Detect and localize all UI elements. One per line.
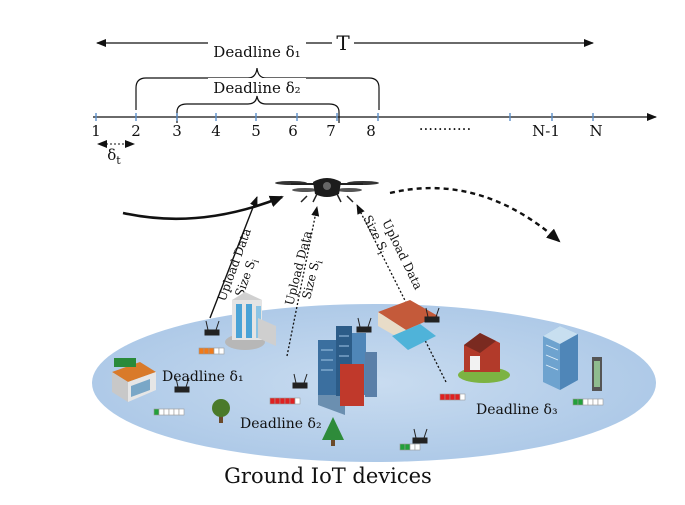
battery-green-1	[153, 408, 185, 416]
iot-router-2-icon	[174, 377, 190, 393]
horizon-label: T	[336, 31, 350, 55]
upload-arrow-3	[356, 204, 447, 383]
time-ticks	[95, 113, 594, 121]
slot-label-5: 5	[251, 122, 261, 140]
timeline-ellipsis: ...........	[419, 116, 471, 134]
device-deadline-2-label: Deadline δ₂	[240, 416, 322, 432]
upload-arrow-2	[286, 206, 320, 357]
upload-arrow-1	[209, 196, 258, 319]
slot-label-4: 4	[211, 122, 221, 140]
device-deadline-3-label: Deadline δ₃	[476, 402, 558, 418]
office-tower-1-icon	[225, 292, 276, 350]
device-deadline-1-label: Deadline δ₁	[162, 369, 244, 385]
ground-devices-caption: Ground IoT devices	[224, 464, 432, 488]
battery-green-3	[572, 398, 604, 406]
deadline-2-timeline-label: Deadline δ₂	[213, 79, 300, 97]
deadline-1-timeline-label: Deadline δ₁	[213, 43, 300, 61]
battery-orange	[198, 347, 225, 355]
iot-router-5-icon	[412, 428, 428, 444]
tree-icon	[212, 399, 230, 423]
barn-icon	[458, 333, 510, 383]
battery-red-2	[439, 393, 466, 401]
svg-text:Upload Data: Upload Data	[379, 217, 425, 292]
city-skyscrapers-icon	[318, 326, 377, 415]
flight-path-incoming-arrow	[122, 195, 284, 221]
timeline: T Deadline δ₁ Deadline δ₂ 1 2 3 4	[91, 31, 657, 167]
slot-label-6: 6	[288, 122, 298, 140]
slot-label-n: N	[589, 122, 602, 140]
store-building-icon	[112, 358, 156, 402]
slot-label-7: 7	[326, 122, 336, 140]
iot-router-4-icon	[356, 317, 372, 333]
pine-tree-icon	[322, 417, 344, 446]
slot-duration-label: δt	[107, 146, 121, 167]
upload-label-2: Upload Data Size Si	[282, 229, 325, 306]
slot-label-8: 8	[366, 122, 376, 140]
iot-router-6-icon	[424, 307, 440, 323]
iot-router-3-icon	[292, 373, 308, 389]
slot-label-1: 1	[91, 122, 101, 140]
slot-label-n-minus-1: N-1	[532, 122, 560, 140]
deadline-2-bracket	[176, 95, 340, 123]
pool-house-icon	[378, 300, 438, 350]
battery-green-2	[399, 443, 421, 451]
slot-label-3: 3	[172, 122, 182, 140]
small-tower-icon	[592, 357, 602, 391]
iot-router-1-icon	[204, 320, 220, 336]
slot-label-2: 2	[131, 122, 141, 140]
office-tower-2-icon	[543, 326, 578, 390]
upload-label-3: Upload Data Size Si	[361, 213, 426, 292]
uav-drone	[275, 178, 379, 203]
deadline-1-bracket	[135, 67, 380, 110]
flight-path-outgoing-arrow	[389, 186, 561, 243]
battery-red-1	[269, 397, 301, 405]
battery-indicators	[153, 347, 604, 451]
